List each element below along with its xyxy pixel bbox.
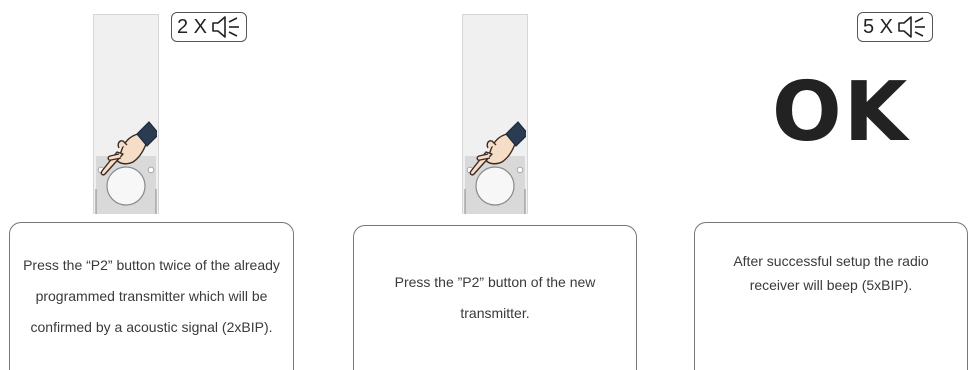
beep-count: 5 X — [863, 16, 893, 39]
instruction-text-1: Press the “P2” button twice of the alrea… — [12, 250, 292, 343]
instruction-text-2: Press the ”P2” button of the new transmi… — [375, 267, 615, 329]
transmitter-device-2 — [462, 14, 528, 214]
speaker-icon — [897, 15, 927, 39]
instruction-card-2: Press the ”P2” button of the new transmi… — [353, 225, 637, 370]
beep-count: 2 X — [177, 16, 207, 39]
hand-pointer-icon — [97, 112, 157, 182]
instruction-card-1: Press the “P2” button twice of the alrea… — [9, 222, 294, 370]
instruction-text-3: After successful setup the radio receive… — [711, 249, 951, 297]
hand-pointer-icon — [466, 112, 526, 182]
speaker-icon — [211, 15, 241, 39]
ok-result: OK — [772, 72, 909, 154]
beep-count-badge-1: 2 X — [171, 12, 247, 42]
instruction-card-3: After successful setup the radio receive… — [694, 222, 968, 370]
transmitter-device-1 — [93, 14, 159, 214]
beep-count-badge-3: 5 X — [857, 12, 933, 42]
